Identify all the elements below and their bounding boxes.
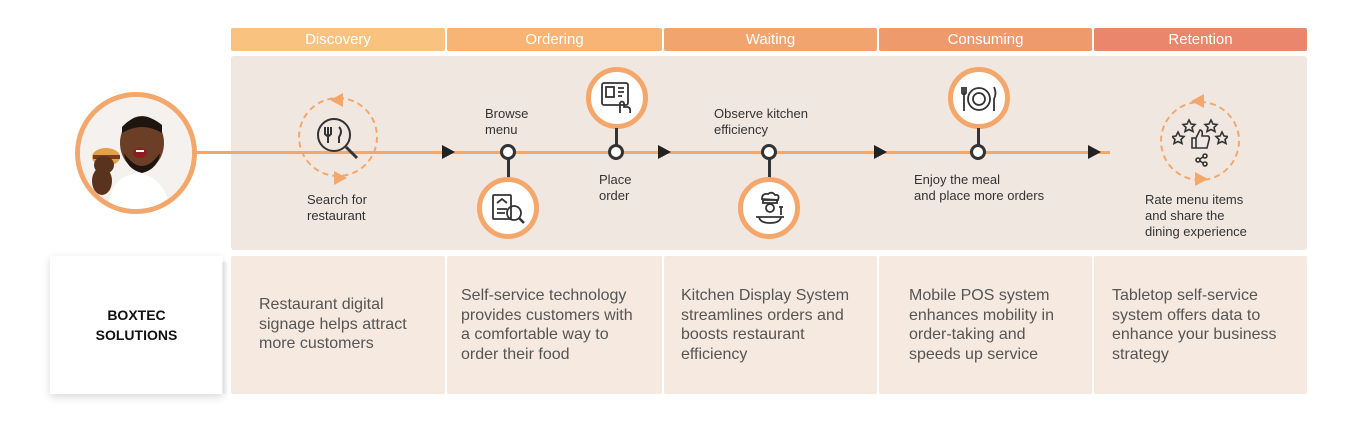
brand-card: BOXTEC SOLUTIONS <box>50 256 223 394</box>
arrow-icon <box>874 145 887 159</box>
utensils-search-icon <box>312 113 364 170</box>
chef-cooking-icon <box>738 177 800 239</box>
stage-header-consuming: Consuming <box>879 28 1092 51</box>
plate-cutlery-icon <box>948 67 1010 129</box>
description-retention: Tabletop self-service system offers data… <box>1112 287 1277 363</box>
cycle-arrow-icon <box>330 93 343 107</box>
timeline-stem <box>615 128 618 146</box>
cycle-arrow-icon <box>1195 172 1208 186</box>
timeline-node <box>500 144 516 160</box>
timeline-stem <box>768 159 771 179</box>
step-label-search: Search for restaurant <box>307 192 367 223</box>
stage-header-discovery: Discovery <box>231 28 445 51</box>
stars-thumbs-up-share-icon <box>1170 114 1230 173</box>
stage-header-retention: Retention <box>1094 28 1307 51</box>
timeline-node <box>970 144 986 160</box>
brand-card-divider <box>222 262 228 394</box>
menu-search-icon <box>477 177 539 239</box>
avatar-connector <box>197 151 231 154</box>
stage-header-ordering: Ordering <box>447 28 662 51</box>
description-discovery: Restaurant digital signage helps attract… <box>259 296 407 352</box>
step-label-place: Place order <box>599 172 632 203</box>
stage-header-waiting: Waiting <box>664 28 877 51</box>
description-panel-consuming <box>879 256 1092 394</box>
description-waiting: Kitchen Display System streamlines order… <box>681 287 850 363</box>
step-label-rate: Rate menu items and share the dining exp… <box>1145 192 1247 239</box>
kiosk-touch-icon <box>586 67 648 129</box>
step-label-observe: Observe kitchen efficiency <box>714 106 808 137</box>
step-label-browse: Browse menu <box>485 106 529 137</box>
description-panel-ordering <box>447 256 662 394</box>
timeline-node <box>608 144 624 160</box>
timeline-line <box>195 151 1110 154</box>
arrow-icon <box>658 145 671 159</box>
timeline-node <box>761 144 777 160</box>
description-panel-retention <box>1094 256 1307 394</box>
cycle-arrow-icon <box>334 171 347 185</box>
description-panel-discovery <box>231 256 445 394</box>
description-panel-waiting <box>664 256 877 394</box>
timeline-stem <box>977 128 980 146</box>
customer-eating-burger-icon <box>80 97 192 209</box>
avatar <box>75 92 197 214</box>
description-consuming: Mobile POS system enhances mobility in o… <box>909 287 1054 363</box>
description-ordering: Self-service technology provides custome… <box>461 287 633 363</box>
cycle-arrow-icon <box>1191 94 1204 108</box>
step-label-enjoy: Enjoy the meal and place more orders <box>914 172 1045 203</box>
timeline-stem <box>507 159 510 179</box>
arrow-icon <box>1088 145 1101 159</box>
arrow-icon <box>442 145 455 159</box>
brand-name: BOXTEC SOLUTIONS <box>95 307 178 343</box>
